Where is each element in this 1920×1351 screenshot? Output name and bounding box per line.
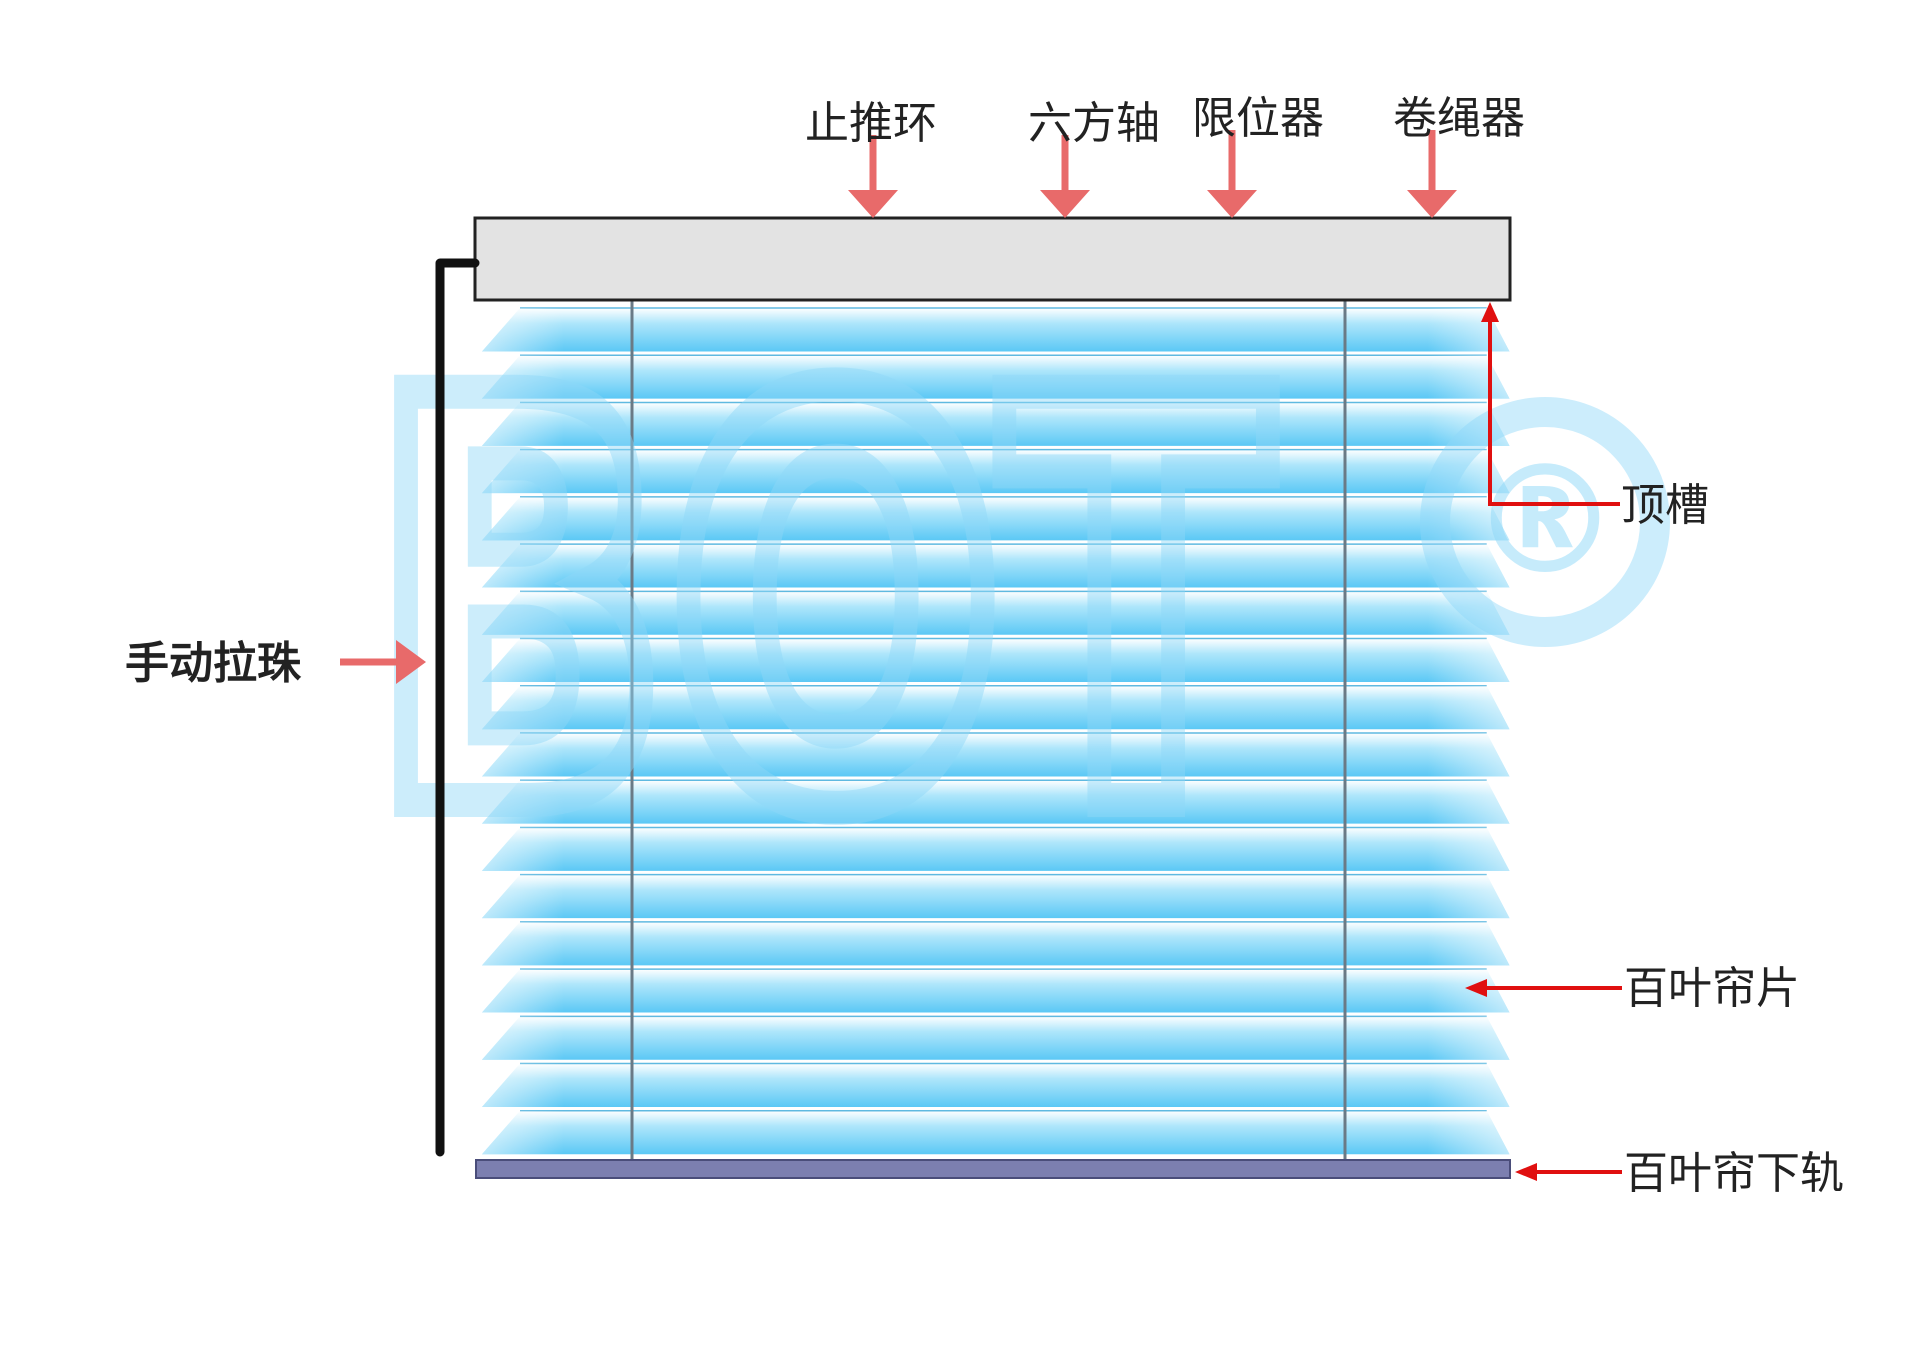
registered-mark: ®: [1470, 434, 1620, 608]
label-slat: 百叶帘片: [1624, 963, 1800, 1014]
label-hex-shaft: 六方轴: [1028, 98, 1160, 149]
slat-sheen: [482, 496, 1510, 541]
slat-sheen: [482, 308, 1510, 352]
slat-sheen: [482, 1016, 1510, 1060]
slat-sheen: [482, 827, 1510, 871]
slat-sheen: [482, 591, 1510, 635]
label-cord-winder: 卷绳器: [1393, 93, 1525, 144]
slat-sheen: [482, 355, 1510, 399]
top-callout-arrows: [848, 130, 1457, 218]
slat-sheen: [482, 638, 1510, 682]
arrow-bottom-rail: [1515, 1163, 1622, 1181]
head-rail: [473, 216, 1512, 302]
slat-sheen: [482, 921, 1510, 966]
slat-sheen: [482, 544, 1510, 588]
bead-chain: [435, 258, 480, 1157]
slat-sheen: [482, 1063, 1510, 1107]
slat-sheen: [482, 874, 1510, 919]
watermark: BOT ®: [353, 264, 1670, 950]
slat-sheen: [482, 1110, 1510, 1155]
label-bottom-rail: 百叶帘下轨: [1624, 1148, 1844, 1199]
arrow-slat: [1465, 979, 1622, 997]
label-limiter: 限位器: [1192, 93, 1324, 144]
slat-sheen: [482, 780, 1510, 824]
slat-sheen: [482, 685, 1510, 730]
registered-mark-ring: [1420, 397, 1670, 647]
bottom-rail: [475, 1159, 1511, 1179]
slat-sheen: [482, 449, 1510, 494]
arrow-top-rail: [1481, 302, 1620, 506]
label-manual-bead-chain: 手动拉珠: [125, 638, 302, 689]
slat-sheen: [482, 969, 1510, 1013]
svg-text:BOT: BOT: [370, 281, 1272, 933]
slat-sheen: [482, 402, 1510, 446]
slat-sheen: [482, 733, 1510, 777]
label-stop-ring: 止推环: [805, 98, 937, 149]
arrow-manual-bead-chain: [340, 640, 426, 684]
slat-group: [482, 307, 1510, 1155]
label-top-rail: 顶槽: [1621, 480, 1709, 531]
